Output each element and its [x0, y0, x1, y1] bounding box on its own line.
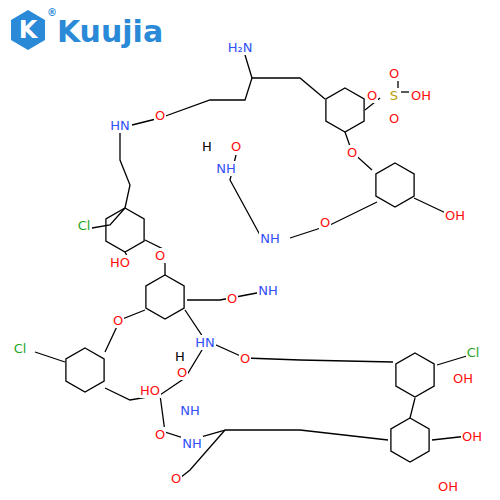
atom-label: O: [388, 66, 400, 81]
atom-label: NH: [179, 403, 201, 418]
bond: [105, 310, 145, 352]
bond: [105, 345, 205, 400]
bond: [35, 352, 65, 362]
bond: [410, 398, 415, 418]
atom-label: Cl: [466, 345, 481, 360]
bond: [92, 208, 125, 228]
atom-label: H: [174, 349, 186, 364]
bond: [187, 292, 262, 300]
atom-label: O: [388, 111, 400, 126]
benzene-ring: [391, 418, 429, 462]
logo-icon: [11, 10, 45, 50]
atom-label: H: [201, 139, 213, 154]
atom-label: H₂N: [227, 40, 254, 55]
benzene-ring: [396, 353, 434, 397]
benzene-ring: [106, 208, 144, 252]
benzene-ring: [66, 348, 104, 392]
atom-label: NH: [215, 161, 237, 176]
atom-label: HO: [139, 383, 161, 398]
atom-label: OH: [410, 88, 432, 103]
bond: [225, 430, 388, 440]
logo-text: Kuujia: [57, 14, 163, 49]
atom-label: OH: [452, 371, 474, 386]
bond: [120, 133, 130, 208]
benzene-ring: [146, 275, 184, 319]
atom-label: O: [239, 351, 251, 366]
atom-label: O: [346, 145, 358, 160]
atom-label: O: [176, 365, 188, 380]
bond: [180, 430, 225, 478]
benzene-ring: [326, 88, 364, 132]
atom-label: HN: [109, 118, 131, 133]
atom-label: NH: [181, 436, 203, 451]
logo-letter: K: [19, 16, 38, 44]
atom-label: O: [154, 248, 166, 263]
bond: [345, 132, 372, 170]
atom-label: Cl: [77, 218, 92, 233]
benzene-ring: [376, 163, 414, 207]
bond-group: [35, 55, 470, 478]
bond: [290, 202, 377, 238]
atom-label: O: [319, 215, 331, 230]
atom-label: HN: [194, 335, 216, 350]
bond: [160, 395, 225, 440]
bond: [185, 310, 245, 358]
atom-label: NH: [257, 283, 279, 298]
atom-label: O: [154, 427, 166, 442]
atom-label: O: [366, 88, 378, 103]
atom-label: OH: [437, 479, 459, 494]
atom-label: O: [112, 313, 124, 328]
registered-mark: ®: [47, 7, 57, 18]
atom-label: Cl: [13, 341, 28, 356]
atom-label: S: [389, 88, 399, 103]
atom-label: O: [170, 471, 182, 486]
bond: [245, 358, 393, 362]
bond: [245, 55, 325, 99]
atom-label: O: [154, 108, 166, 123]
atom-label: NH: [259, 231, 281, 246]
atom-label: O: [230, 139, 242, 154]
atom-label: HO: [109, 255, 131, 270]
ring-group: [66, 88, 434, 462]
bond: [160, 78, 252, 118]
atom-label: O: [226, 291, 238, 306]
atom-label: OH: [461, 429, 483, 444]
bond: [401, 91, 409, 92]
atom-label: OH: [444, 208, 466, 223]
